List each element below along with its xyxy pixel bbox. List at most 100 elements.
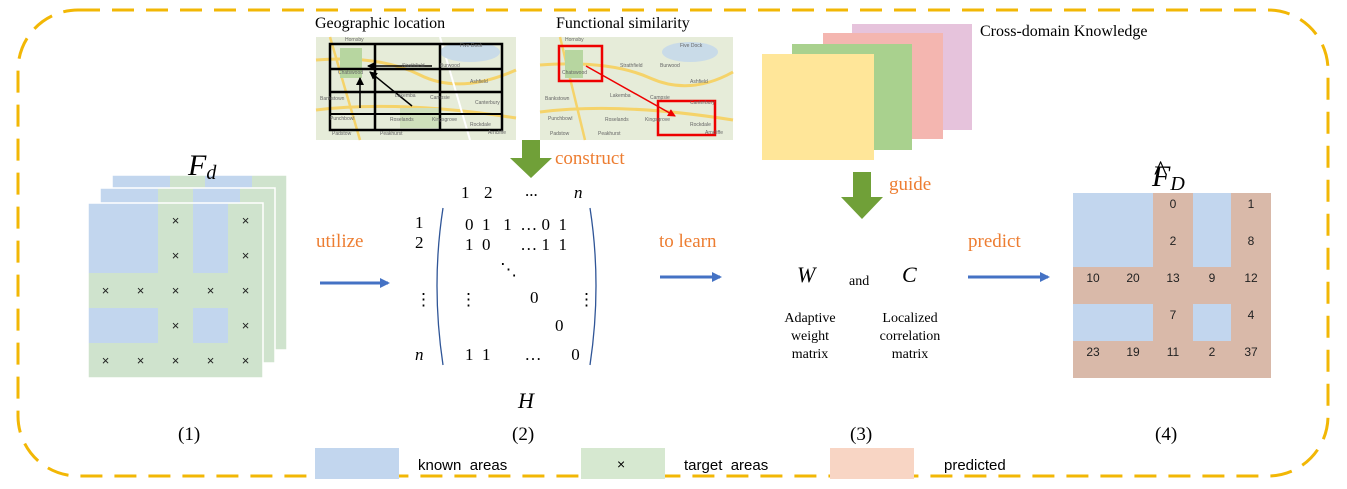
geo-place-label: Canterbury (475, 100, 500, 106)
func-place-label: Rockdale (690, 122, 711, 128)
predict-text: predict (968, 231, 1021, 252)
geo-place-label: Five Dock (460, 43, 483, 49)
matrix-row-3-left: ⋮ (460, 290, 477, 309)
pred-value-r5c5: 37 (1244, 345, 1258, 359)
legend-predicted-swatch (830, 448, 914, 479)
matrix-row-header-3: ⋮ (415, 290, 432, 309)
dashed-frame (16, 8, 1330, 478)
matrix-col-header-1: 1 (461, 183, 470, 202)
matrix-row-3-right: ⋮ (578, 290, 595, 309)
legend-predicted-label: predicted (944, 457, 1006, 474)
func-place-label: Ashfield (690, 79, 708, 85)
legend-known-swatch (315, 448, 399, 479)
func-place-label: Lakemba (610, 93, 631, 99)
construct-text: construct (555, 148, 625, 169)
func-place-label: Burwood (660, 63, 680, 69)
pred-value-r5c1: 23 (1086, 345, 1100, 359)
c-symbol: C (902, 262, 917, 287)
target-mark-r5c3: × (172, 353, 180, 368)
c-desc-line2: correlation (880, 329, 941, 344)
utilize-text: utilize (316, 231, 363, 252)
panel4-symbol: FD (1151, 160, 1185, 195)
func-place-label: Five Dock (680, 43, 703, 49)
to-learn-text: to learn (659, 231, 717, 252)
func-map-title: Functional similarity (556, 15, 690, 32)
matrix-name: H (517, 388, 535, 413)
weights-label: (3) (850, 424, 872, 445)
matrix-row-header-4: n (415, 345, 424, 364)
func-place-label: Roselands (605, 117, 629, 123)
w-desc-line1: Adaptive (784, 311, 835, 326)
geo-place-label: Strathfield (402, 63, 425, 69)
legend-target-label: target areas (684, 457, 768, 474)
target-mark-r4c5: × (242, 318, 250, 333)
c-desc-line3: matrix (892, 347, 929, 362)
pred-value-r5c3: 11 (1167, 345, 1180, 359)
geo-place-label: Roselands (390, 117, 414, 123)
target-mark-r5c4: × (207, 353, 215, 368)
func-place-label: Punchbowl (548, 116, 572, 122)
matrix-row-header-2: 2 (415, 233, 424, 252)
matrix-row-header-1: 1 (415, 213, 424, 232)
pred-value-r5c4: 2 (1209, 345, 1216, 359)
geo-place-label: Bankstown (320, 96, 345, 102)
guide-text: guide (889, 174, 931, 195)
panel4-label: (4) (1155, 424, 1177, 445)
matrix-row-2: 1 0 … 1 1 (465, 235, 567, 254)
pred-value-r1c5: 1 (1248, 197, 1255, 211)
pred-value-r2c5: 8 (1248, 234, 1255, 248)
geo-place-label: Kingsgrove (432, 117, 457, 123)
guide-arrow (841, 172, 883, 219)
func-place-label: Canterbury (690, 100, 715, 106)
pred-value-r3c5: 12 (1244, 271, 1258, 285)
panel4-hat: ^ (1154, 156, 1167, 187)
pred-value-r3c3: 13 (1166, 271, 1180, 285)
target-mark-r4c3: × (172, 318, 180, 333)
pred-value-r4c3: 7 (1170, 308, 1177, 322)
func-place-label: Campsie (650, 95, 670, 101)
matrix-row-1: 0 1 1 … 0 1 (465, 215, 567, 234)
matrix-label: (2) (512, 424, 534, 445)
func-place-label: Kingsgrove (645, 117, 670, 123)
matrix-row-3-mid: 0 (530, 288, 539, 307)
target-mark-r1c3: × (172, 213, 180, 228)
legend-target-mark: × (617, 456, 625, 472)
legend-known-label: known areas (418, 457, 507, 474)
and-text: and (849, 274, 869, 289)
geo-place-label: Punchbowl (330, 116, 354, 122)
geo-place-label: Hornsby (345, 37, 364, 43)
pred-value-r4c5: 4 (1248, 308, 1255, 322)
geo-map-title: Geographic location (315, 15, 445, 32)
matrix-col-header-4: n (574, 183, 583, 202)
panel1-symbol: Fd (187, 149, 217, 184)
geo-place-label: Rockdale (470, 122, 491, 128)
matrix-ddots: ⋱ (500, 260, 517, 279)
pred-value-r5c2: 19 (1126, 345, 1140, 359)
w-desc-line3: matrix (792, 347, 829, 362)
geo-place-label: Lakemba (395, 93, 416, 99)
panel1-stack: ×××××××××××××××× (87, 174, 288, 379)
target-mark-r5c5: × (242, 353, 250, 368)
w-desc-line2: weight (791, 329, 829, 344)
w-symbol: W (797, 262, 817, 287)
target-mark-r3c4: × (207, 283, 215, 298)
matrix-row-4-mid: 0 (555, 316, 564, 335)
target-mark-r5c2: × (137, 353, 145, 368)
target-mark-r3c5: × (242, 283, 250, 298)
legend: known areas × target areas predicted (315, 448, 1006, 479)
geo-place-label: Ashfield (470, 79, 488, 85)
legend-target-swatch (581, 448, 665, 479)
geo-place-label: Campsie (430, 95, 450, 101)
knowledge-card-1 (762, 54, 874, 160)
knowledge-title: Cross-domain Knowledge (980, 23, 1148, 40)
func-place-label: Padstow (550, 131, 570, 137)
pred-value-r3c2: 20 (1126, 271, 1140, 285)
geo-place-label: Padstow (332, 131, 352, 137)
construct-arrow (510, 140, 552, 178)
knowledge-cards (762, 24, 972, 160)
geo-place-label: Arncliffe (488, 130, 506, 136)
func-place-label: Chatswood (562, 70, 587, 76)
